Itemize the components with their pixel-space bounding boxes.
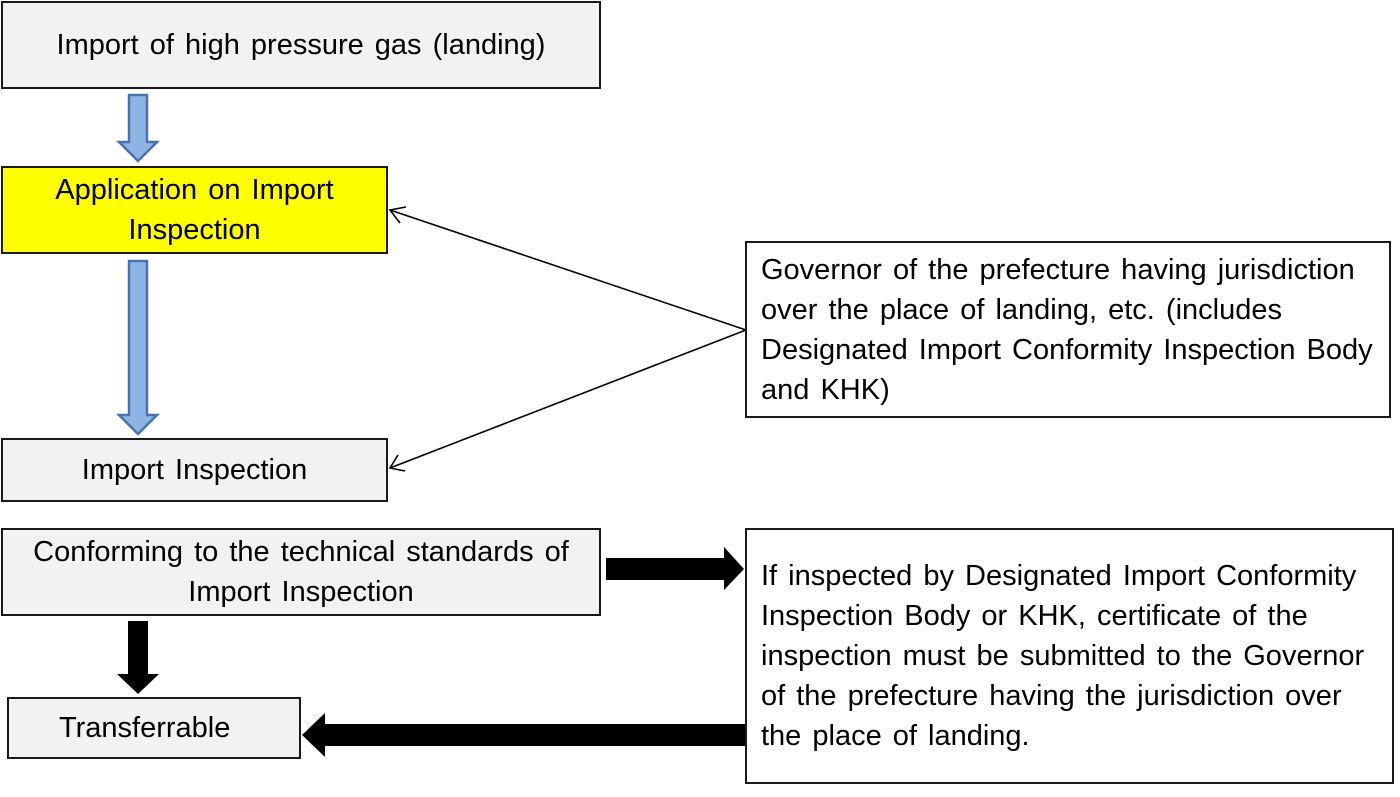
governor-to-inspection-line [389, 329, 747, 469]
black-down-arrow [117, 621, 159, 694]
import-inspection-text: Import Inspection [81, 454, 308, 486]
import-inspection-box: Import Inspection [1, 438, 388, 502]
governor-to-application-arrowhead [388, 206, 407, 224]
transferrable-text: Transferrable [59, 712, 231, 744]
import-landing-text: Import of high pressure gas (landing) [56, 29, 546, 61]
import-landing-box: Import of high pressure gas (landing) [1, 1, 601, 89]
application-box: Application on Import Inspection [1, 166, 388, 254]
black-right-arrow [606, 547, 744, 590]
governor-to-inspection-arrowhead [388, 454, 406, 472]
governor-text: Governor of the prefecture having jurisd… [761, 253, 1373, 406]
certificate-note-box: If inspected by Designated Import Confor… [745, 528, 1394, 784]
certificate-note-text: If inspected by Designated Import Confor… [761, 560, 1365, 752]
conforming-text: Conforming to the technical standards of… [33, 536, 569, 608]
governor-box: Governor of the prefecture having jurisd… [745, 241, 1391, 418]
transferrable-box: Transferrable [7, 697, 301, 759]
governor-to-application-line [389, 209, 747, 331]
blue-down-arrow-2 [115, 259, 161, 436]
black-left-arrow [302, 713, 746, 757]
conforming-box: Conforming to the technical standards of… [1, 528, 601, 616]
application-text: Application on Import Inspection [55, 174, 334, 246]
blue-down-arrow-1 [115, 93, 161, 163]
